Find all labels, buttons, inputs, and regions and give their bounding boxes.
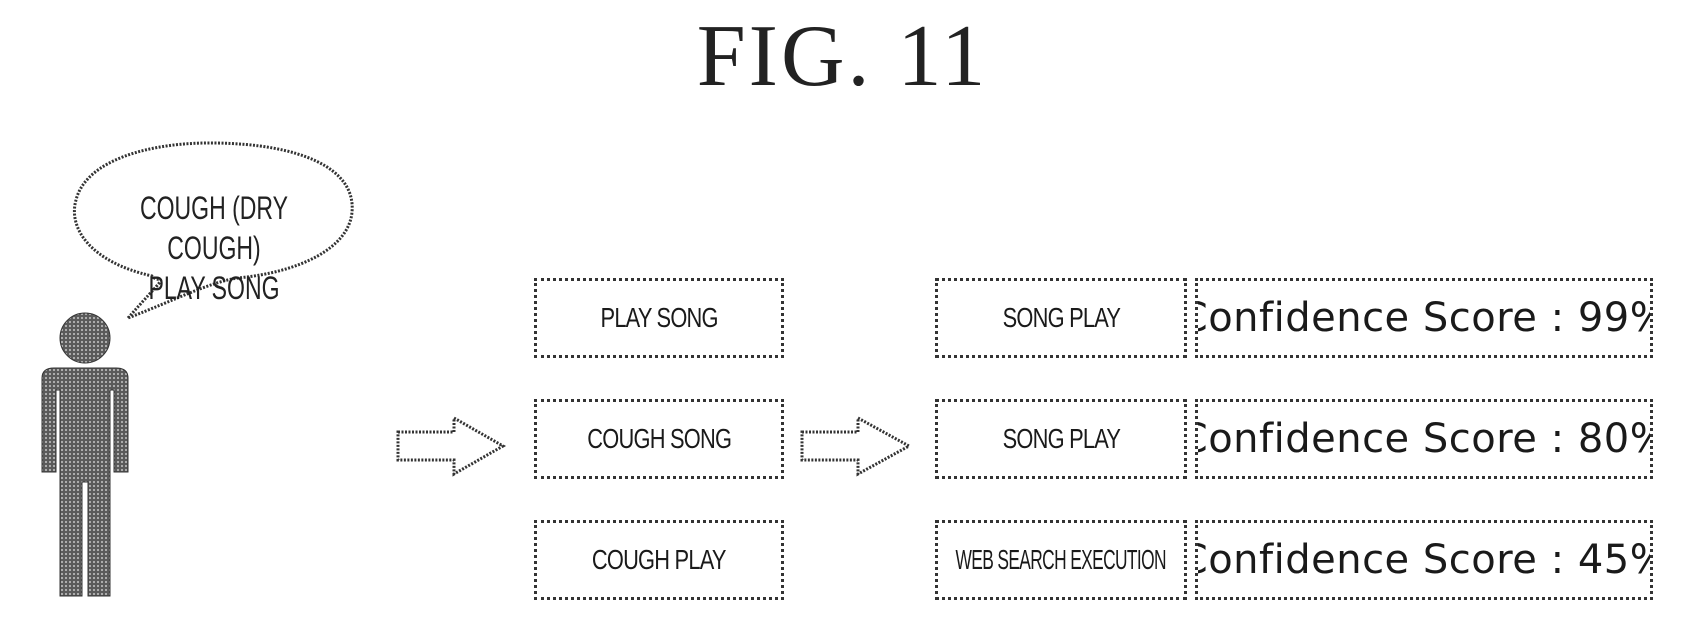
confidence-score-label: Confidence Score : 99% [1195, 295, 1653, 341]
candidate-label: COUGH SONG [587, 423, 731, 455]
candidate-box: COUGH PLAY [534, 520, 784, 600]
speech-line-1: COUGH (DRY COUGH) [118, 188, 311, 268]
arrow-right-icon [802, 418, 909, 474]
confidence-score-box: Confidence Score : 80% [1195, 399, 1653, 479]
action-box: SONG PLAY [935, 278, 1187, 358]
action-label: SONG PLAY [1002, 423, 1120, 455]
speech-line-2: PLAY SONG [118, 268, 311, 308]
candidate-label: PLAY SONG [600, 302, 717, 334]
action-box: SONG PLAY [935, 399, 1187, 479]
candidate-box: COUGH SONG [534, 399, 784, 479]
candidate-label: COUGH PLAY [592, 544, 726, 576]
action-box: WEB SEARCH EXECUTION [935, 520, 1187, 600]
speech-text: COUGH (DRY COUGH) PLAY SONG [80, 188, 348, 308]
confidence-score-label: Confidence Score : 45% [1195, 537, 1653, 583]
arrow-right-icon [398, 418, 503, 474]
action-label: WEB SEARCH EXECUTION [956, 544, 1166, 576]
person-icon [42, 313, 128, 596]
confidence-score-box: Confidence Score : 45% [1195, 520, 1653, 600]
action-label: SONG PLAY [1002, 302, 1120, 334]
confidence-score-box: Confidence Score : 99% [1195, 278, 1653, 358]
confidence-score-label: Confidence Score : 80% [1195, 416, 1653, 462]
candidate-box: PLAY SONG [534, 278, 784, 358]
